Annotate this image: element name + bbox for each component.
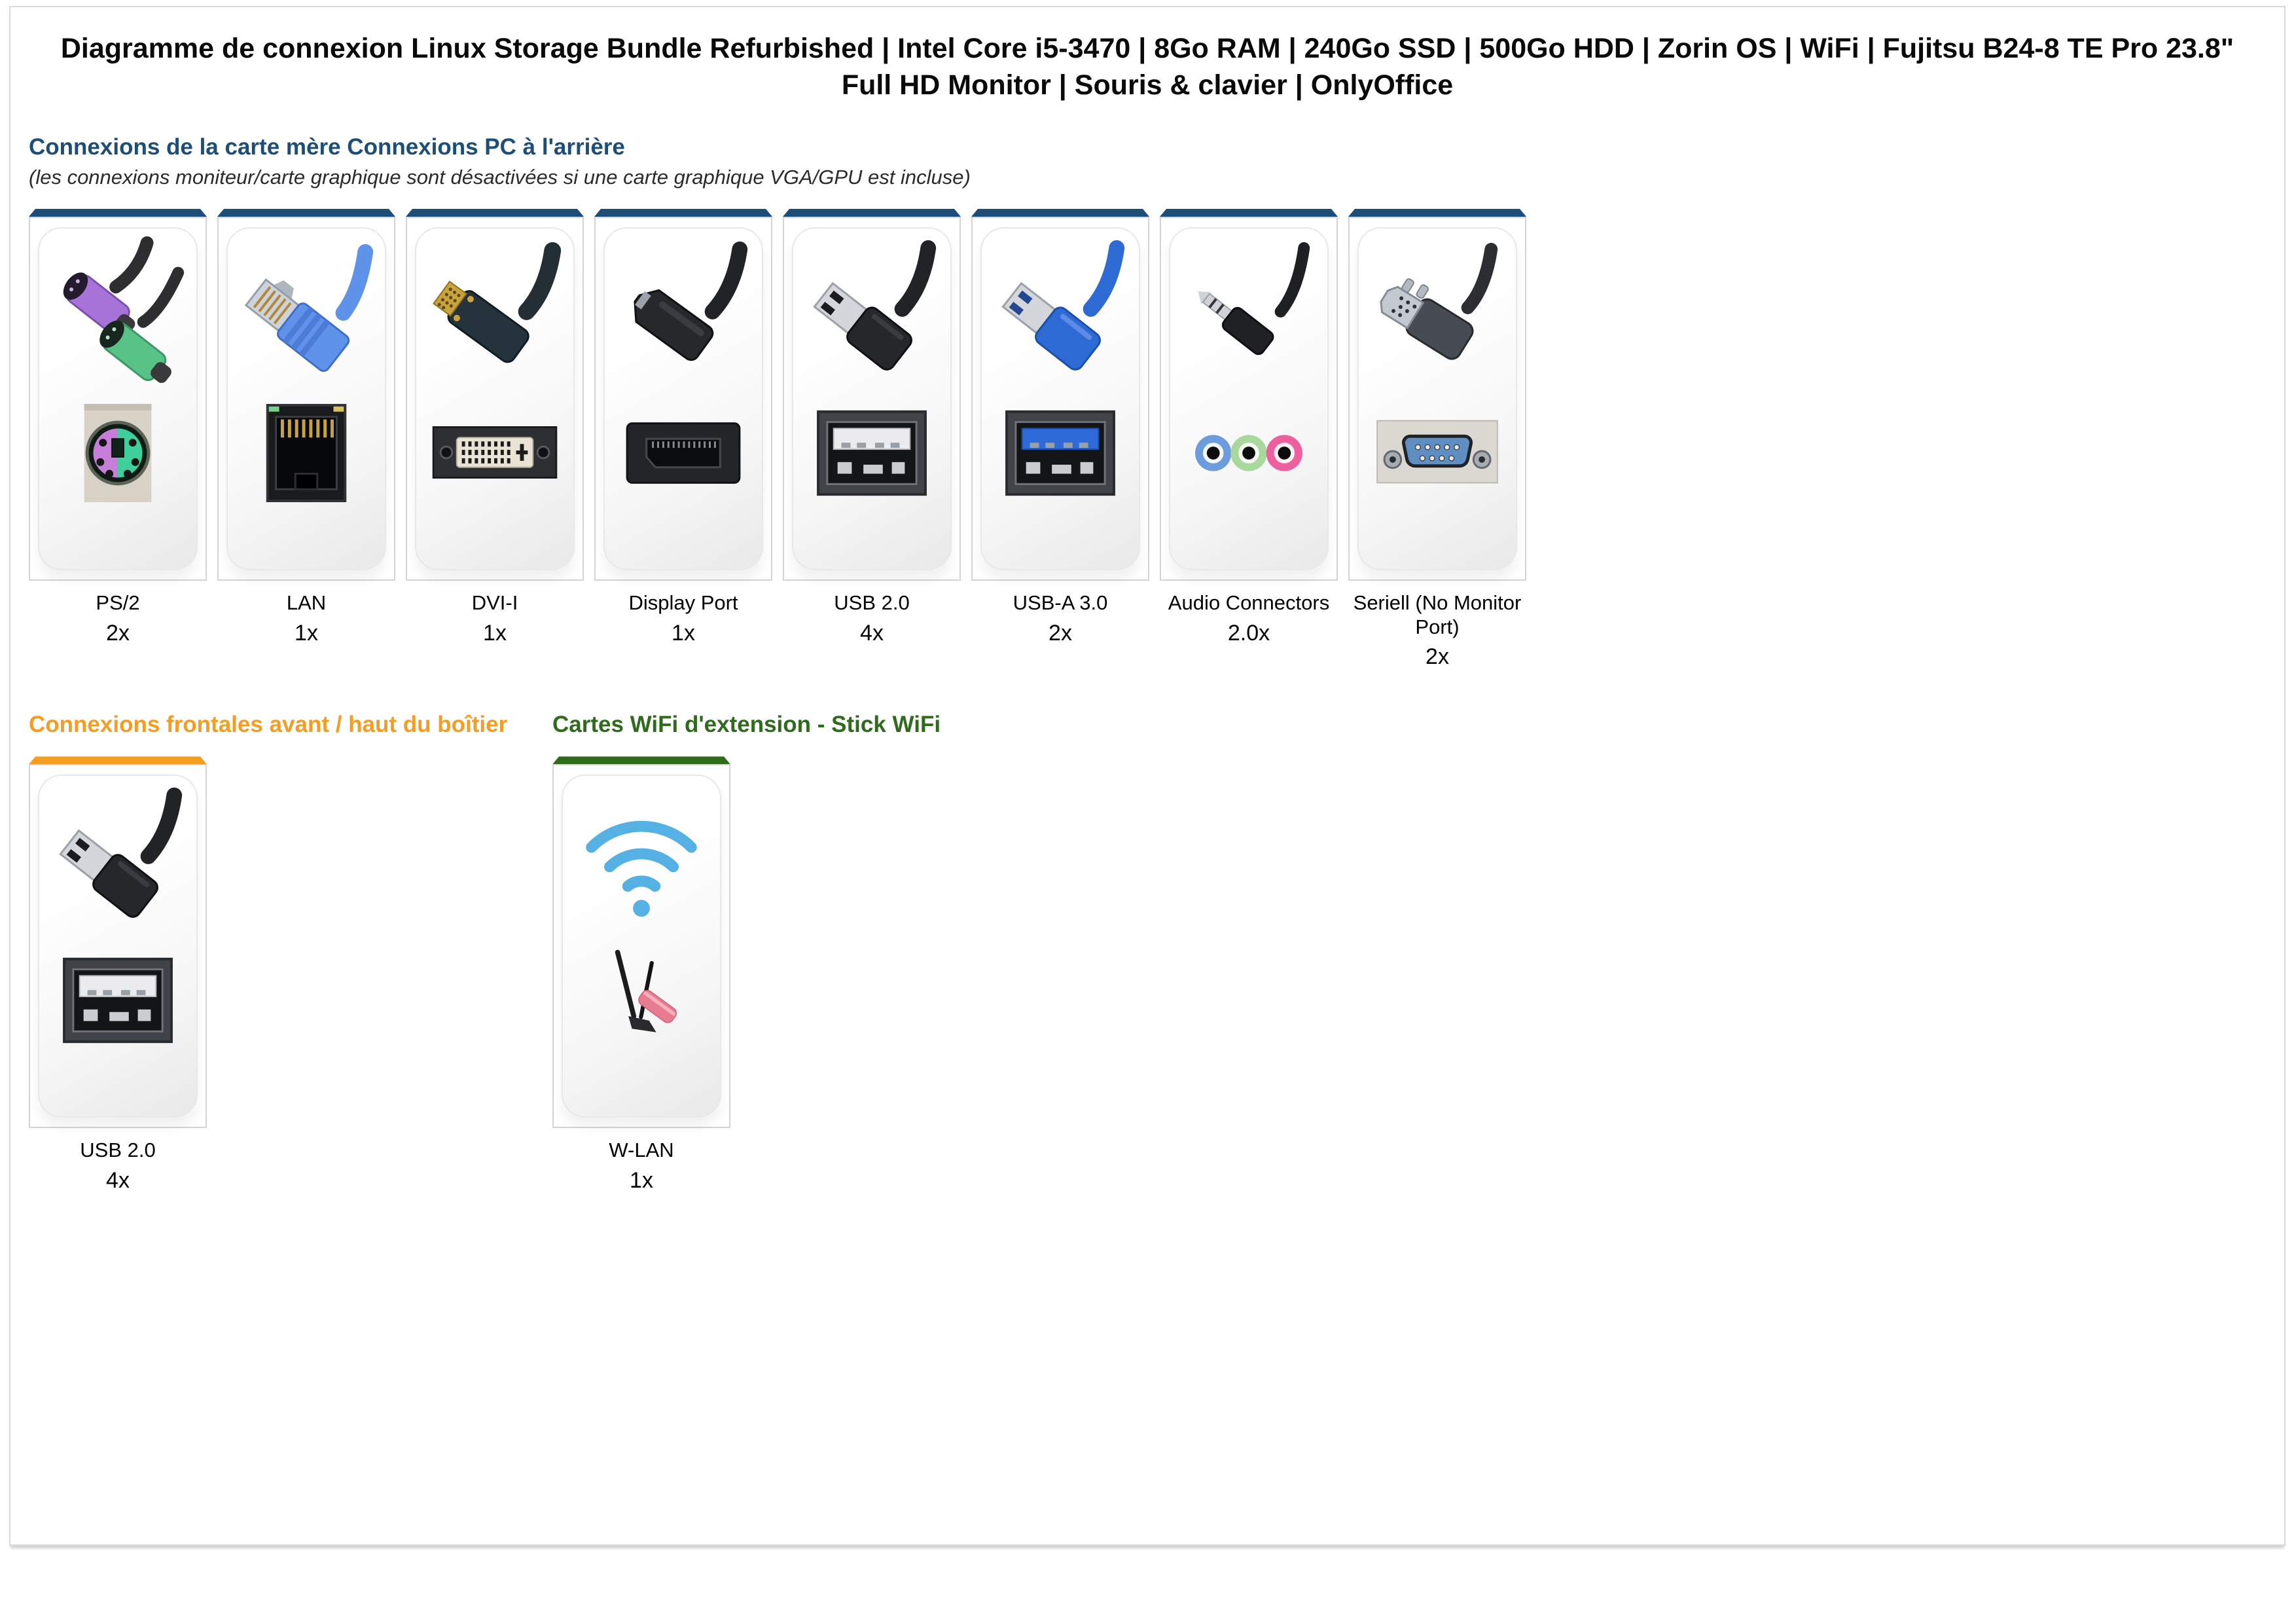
connector-label: USB-A 3.0 [1013, 591, 1108, 615]
section-wifi-cards: Cartes WiFi d'extension - Stick WiFi W-L… [552, 712, 941, 1194]
connector-count: 2x [1426, 644, 1449, 670]
card-photo-panel [38, 775, 198, 1118]
connector-card: USB-A 3.0 2x [971, 209, 1149, 646]
connector-card: PS/2 2x [29, 209, 207, 646]
usb3-plug-icon [992, 235, 1129, 384]
dvi-plug-icon [426, 235, 564, 384]
connector-label: DVI-I [471, 591, 518, 615]
connector-count: 1x [483, 620, 507, 646]
section-front-connections: Connexions frontales avant / haut du boî… [29, 712, 552, 1194]
card-photo-panel [415, 227, 575, 571]
section-rear-connections: Connexions de la carte mère Connexions P… [29, 134, 2266, 670]
card-accent-bar [406, 209, 584, 217]
section-heading-rear: Connexions de la carte mère Connexions P… [29, 134, 625, 160]
card-accent-bar [552, 756, 730, 764]
serial-plug-icon [1369, 235, 1506, 384]
card-frame [217, 217, 395, 581]
card-frame [29, 764, 207, 1129]
card-accent-bar [1348, 209, 1526, 217]
dp-port-icon [615, 401, 752, 505]
connector-card: Seriell (No Monitor Port) 2x [1348, 209, 1526, 670]
card-accent-bar [1160, 209, 1338, 217]
connector-label: Audio Connectors [1168, 591, 1330, 615]
connector-card: USB 2.0 4x [783, 209, 961, 646]
card-photo-panel [603, 227, 763, 571]
connector-count: 2x [106, 620, 130, 646]
connector-count: 1x [630, 1168, 653, 1194]
usb2-plug-icon [49, 782, 187, 932]
usb2-port-icon [49, 949, 187, 1052]
card-photo-panel [38, 227, 198, 571]
lower-sections-row: Connexions frontales avant / haut du boî… [29, 712, 2266, 1194]
ps2-plug-icon [49, 235, 187, 384]
card-photo-panel [1169, 227, 1329, 571]
card-accent-bar [594, 209, 772, 217]
card-frame [1348, 217, 1526, 581]
card-frame [29, 217, 207, 581]
connector-count: 2x [1049, 620, 1072, 646]
serial-port-icon [1369, 401, 1506, 505]
lan-plug-icon [238, 235, 375, 384]
usb2-plug-icon [803, 235, 941, 384]
dvi-port-icon [426, 401, 564, 505]
usb2-port-icon [803, 401, 941, 505]
usb3-port-icon [992, 401, 1129, 505]
lan-port-icon [238, 401, 375, 505]
connector-card: W-LAN 1x [552, 756, 730, 1194]
page-title: Diagramme de connexion Linux Storage Bun… [60, 33, 2234, 101]
rear-cards-row: PS/2 2x LAN 1x [29, 209, 2266, 670]
audio-plug-icon [1180, 235, 1318, 384]
card-accent-bar [217, 209, 395, 217]
wifi-stick-icon [573, 949, 710, 1052]
connector-card: DVI-I 1x [406, 209, 584, 646]
card-frame [594, 217, 772, 581]
card-photo-panel [1357, 227, 1517, 571]
ps2-port-icon [49, 401, 187, 505]
connector-count: 4x [106, 1168, 130, 1194]
card-frame [406, 217, 584, 581]
front-cards-row: USB 2.0 4x [29, 756, 552, 1194]
card-accent-bar [29, 756, 207, 764]
connector-count: 4x [860, 620, 884, 646]
wifi-cards-row: W-LAN 1x [552, 756, 941, 1194]
card-photo-panel [562, 775, 721, 1118]
page-frame: Diagramme de connexion Linux Storage Bun… [9, 6, 2286, 1546]
card-frame [783, 217, 961, 581]
card-frame [552, 764, 730, 1129]
audio-port-icon [1180, 401, 1318, 505]
wifi-symbol-icon [573, 782, 710, 932]
connector-label: PS/2 [96, 591, 140, 615]
connector-card: LAN 1x [217, 209, 395, 646]
card-accent-bar [971, 209, 1149, 217]
connector-label: Display Port [628, 591, 738, 615]
connector-label: W-LAN [609, 1139, 674, 1162]
connector-card: USB 2.0 4x [29, 756, 207, 1194]
section-heading-wifi: Cartes WiFi d'extension - Stick WiFi [552, 712, 941, 738]
connector-card: Display Port 1x [594, 209, 772, 646]
connector-label: USB 2.0 [834, 591, 910, 615]
card-accent-bar [29, 209, 207, 217]
card-frame [1160, 217, 1338, 581]
connector-label: USB 2.0 [80, 1139, 156, 1162]
connector-label: Seriell (No Monitor Port) [1353, 591, 1522, 638]
section-subheading-rear: (les connexions moniteur/carte graphique… [29, 166, 971, 189]
connector-count: 1x [295, 620, 318, 646]
section-heading-front: Connexions frontales avant / haut du boî… [29, 712, 508, 738]
card-photo-panel [792, 227, 952, 571]
connector-label: LAN [286, 591, 327, 615]
dp-plug-icon [615, 235, 752, 384]
connector-count: 1x [672, 620, 695, 646]
card-photo-panel [226, 227, 386, 571]
connector-count: 2.0x [1227, 620, 1270, 646]
card-accent-bar [783, 209, 961, 217]
card-photo-panel [980, 227, 1140, 571]
connector-card: Audio Connectors 2.0x [1160, 209, 1338, 646]
card-frame [971, 217, 1149, 581]
